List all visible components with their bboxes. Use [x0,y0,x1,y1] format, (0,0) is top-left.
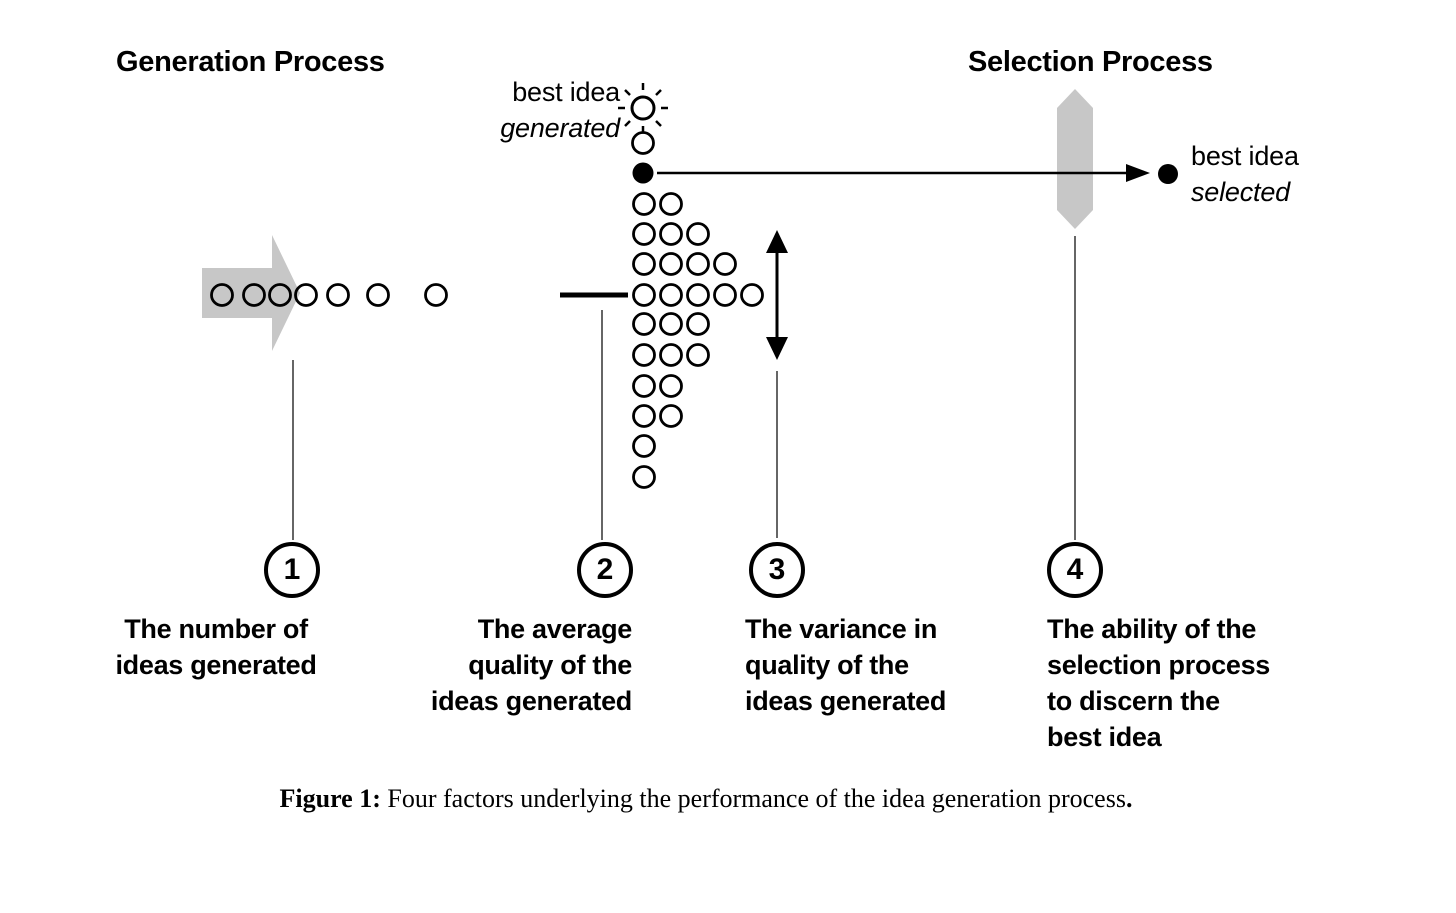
best-idea-generated-dot [632,162,654,184]
best-idea-selected-label: best idea selected [1191,141,1299,207]
factor-1-number: 1 [264,542,320,598]
idea-circle [632,222,656,246]
generated-ideas-row [210,283,448,307]
figure-caption: Figure 1: Four factors underlying the pe… [279,784,1133,813]
caption-figure-number: Figure 1: [279,784,381,813]
idea-circle [424,283,448,307]
idea-circle [632,343,656,367]
double-headed-arrow-icon [766,230,788,360]
idea-circle [632,192,656,216]
selection-flow-arrow [657,164,1150,182]
idea-circle [659,404,683,428]
factor-3-number: 3 [749,542,805,598]
factor-2-number: 2 [577,542,633,598]
idea-circle [210,283,234,307]
idea-circle [713,283,737,307]
idea-circle [659,312,683,336]
factor-4-number: 4 [1047,542,1103,598]
idea-circle [659,252,683,276]
idea-circle [242,283,266,307]
factor-2-label: The average quality of the ideas generat… [430,614,632,716]
factor-1-label: The number of ideas generated [115,614,317,680]
sun-icon [618,83,668,133]
factor-3-label: The variance in quality of the ideas gen… [745,614,947,716]
idea-circle [632,465,656,489]
idea-circle [632,434,656,458]
vertical-gate-icon [1057,89,1093,229]
right-arrow-icon [202,235,300,351]
idea-circle [326,283,350,307]
factor-4-label: The ability of the selection process to … [1047,614,1271,752]
idea-circle [686,222,710,246]
best-idea-selected-dot [1158,164,1178,184]
idea-circle [632,312,656,336]
idea-circle [632,374,656,398]
quality-distribution-circles [631,131,764,489]
idea-circle [294,283,318,307]
idea-circle [686,252,710,276]
idea-circle-outlier [631,131,655,155]
idea-circle [713,252,737,276]
selection-process-title: Selection Process [968,46,1213,78]
idea-circle [686,283,710,307]
idea-circle [659,222,683,246]
best-idea-generated-label: best idea generated [500,77,620,143]
idea-circle [366,283,390,307]
idea-circle [632,252,656,276]
caption-text: Four factors underlying the performance … [380,784,1126,813]
idea-circle [659,283,683,307]
generation-process-title: Generation Process [116,46,385,78]
idea-circle [659,343,683,367]
idea-circle [632,404,656,428]
idea-circle [659,374,683,398]
idea-circle [686,312,710,336]
idea-circle [659,192,683,216]
idea-circle [268,283,292,307]
idea-circle [740,283,764,307]
idea-circle [632,283,656,307]
idea-circle [686,343,710,367]
